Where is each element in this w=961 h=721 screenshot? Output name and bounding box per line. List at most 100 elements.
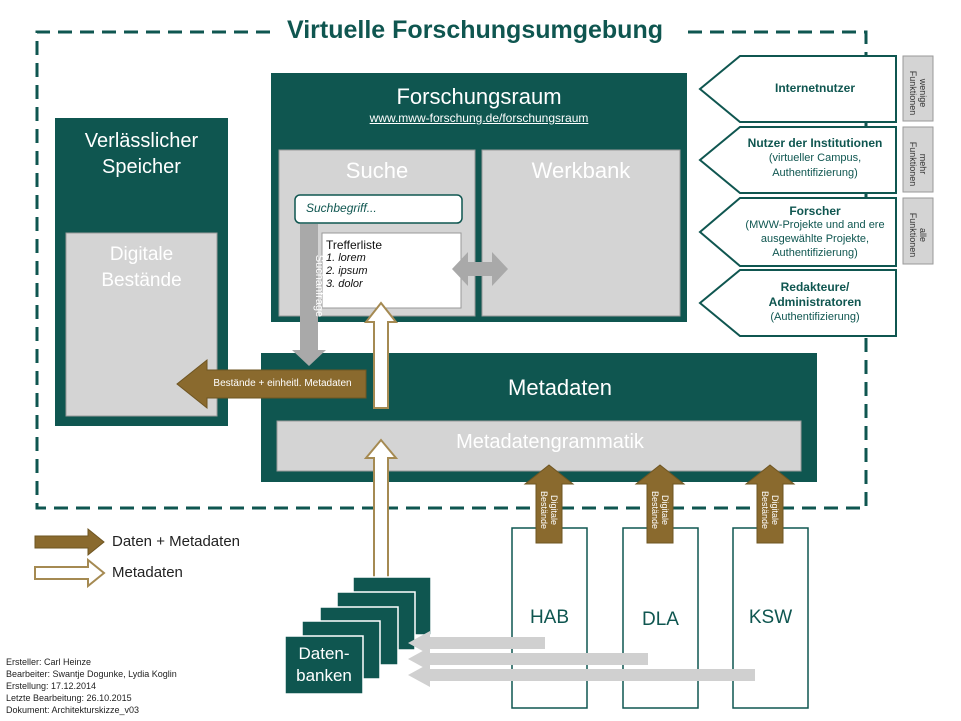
footer-ersteller: Ersteller: Carl Heinze	[6, 657, 92, 667]
functions-box-2	[902, 126, 934, 193]
user-redakteure-name2: Administratoren	[768, 295, 862, 309]
trefferliste-box	[321, 232, 462, 309]
footer-bearbeiter: Bearbeiter: Swantje Dogunke, Lydia Kogli…	[6, 669, 177, 679]
user-arrow-redakteure	[698, 269, 897, 337]
footer-meta: Ersteller: Carl Heinze Bearbeiter: Swant…	[6, 656, 177, 716]
search-input[interactable]: Suchbegriff...	[306, 201, 377, 215]
forschungsraum-title: Forschungsraum	[396, 84, 562, 109]
datenbanken-line1: Daten-	[298, 644, 350, 663]
digitale-bestaende-label: Digitale Bestände	[66, 242, 217, 294]
user-forscher: Forscher (MWW-Projekte und and ere ausge…	[733, 204, 897, 260]
user-forscher-sub2: ausgewählte Projekte,	[760, 233, 870, 245]
user-forscher-sub3: Authentifizierung)	[772, 247, 858, 259]
bestaende-arrow	[176, 358, 367, 410]
user-institutionen-sub1: (virtueller Campus,	[768, 152, 862, 164]
werkbank-box	[481, 149, 681, 317]
user-arrow-internetnutzer	[698, 55, 897, 123]
bestaende-arrow-label: Bestände + einheitl. Metadaten	[213, 378, 352, 389]
bestaende-label-line2: Bestände	[101, 270, 182, 291]
list-item[interactable]: 3. dolor	[326, 278, 363, 290]
user-arrow-institutionen	[698, 126, 897, 194]
speicher-title-line2: Speicher	[102, 156, 181, 178]
ksw-arrow-label-2: Bestände	[760, 490, 770, 530]
functions-box-1	[902, 55, 934, 122]
speicher-title-line1: Verlässlicher	[84, 130, 199, 152]
list-item[interactable]: 2. ipsum	[326, 265, 368, 277]
functions-label-1-a: wenige	[918, 78, 928, 108]
user-internetnutzer: Internetnutzer	[774, 81, 855, 95]
user-institutionen-sub2: Authentifizierung)	[772, 167, 858, 179]
user-redakteure: Redakteure/ Administratoren (Authentifiz…	[735, 280, 895, 325]
functions-label-3-a: alle	[918, 227, 928, 242]
user-forscher-sub1: (MWW-Projekte und and ere	[745, 219, 885, 231]
dla-arrow-label-1: Digitale	[660, 494, 670, 525]
dla-to-db-arrow	[408, 647, 648, 671]
datenbanken-line2: banken	[296, 666, 352, 685]
hab-bestaende-arrow	[523, 464, 575, 544]
user-institutionen: Nutzer der Institutionen (virtueller Cam…	[735, 136, 895, 181]
footer-erstellung: Erstellung: 17.12.2014	[6, 681, 97, 691]
footer-letzte: Letzte Bearbeitung: 26.10.2015	[6, 693, 132, 703]
functions-label-2-b: Funktionen	[908, 141, 918, 187]
user-arrow-forscher	[698, 197, 897, 267]
ksw-label: KSW	[748, 607, 793, 628]
suchanfrage-label: Suchanfrage	[313, 254, 325, 318]
suchanfrage-arrow	[292, 224, 326, 366]
digitale-label-line1: Digitale	[109, 244, 174, 265]
user-redakteure-name: Redakteure/	[780, 280, 850, 294]
legend-metadaten-label: Metadaten	[112, 564, 183, 581]
hab-arrow-label-2: Bestände	[539, 490, 549, 530]
metadatengrammatik-box	[276, 420, 802, 472]
user-forscher-name: Forscher	[789, 204, 841, 218]
legend-daten-arrow	[34, 527, 105, 557]
datenbanken-front	[284, 635, 364, 695]
ksw-bestaende-arrow	[744, 464, 796, 544]
page-title: Virtuelle Forschungsumgebung	[285, 16, 665, 45]
metadaten-title: Metadaten	[508, 375, 612, 400]
user-institutionen-name: Nutzer der Institutionen	[747, 136, 883, 150]
legend-metadaten-arrow	[34, 557, 106, 589]
hab-arrow-label-1: Digitale	[549, 494, 559, 525]
metadata-up-arrow-1	[363, 301, 399, 409]
ksw-to-db-arrow	[408, 663, 755, 687]
ksw-arrow-label-1: Digitale	[770, 494, 780, 525]
speicher-title: Verlässlicher Speicher	[55, 128, 228, 180]
datenbanken-label: Daten- banken	[285, 643, 363, 687]
metadata-up-arrow-2	[363, 438, 399, 599]
dla-arrow-label-2: Bestände	[650, 490, 660, 530]
suche-title: Suche	[345, 158, 409, 183]
legend-daten-label: Daten + Metadaten	[112, 533, 241, 550]
vfu-boundary	[35, 30, 868, 510]
search-field	[294, 194, 463, 224]
dla-bestaende-arrow	[634, 464, 686, 544]
double-arrow-icon	[452, 252, 508, 286]
forschungsraum-link[interactable]: www.mww-forschung.de/forschungsraum	[369, 111, 589, 125]
footer-dokument: Dokument: Architekturskizze_v03	[6, 705, 140, 715]
trefferliste-title: Trefferliste	[326, 238, 383, 252]
functions-label-3-b: Funktionen	[908, 212, 918, 258]
functions-label-1-b: Funktionen	[908, 70, 918, 116]
functions-label-2-a: mehr	[918, 153, 928, 175]
dla-label: DLA	[642, 609, 679, 630]
hab-to-db-arrow	[408, 631, 545, 655]
trefferliste: Trefferliste 1. lorem 2. ipsum 3. dolor	[326, 239, 456, 291]
list-item[interactable]: 1. lorem	[326, 252, 366, 264]
functions-box-3	[902, 197, 934, 265]
werkbank-title: Werkbank	[531, 158, 631, 183]
user-redakteure-sub1: (Authentifizierung)	[770, 311, 860, 323]
metadatengrammatik-title: Metadatengrammatik	[456, 431, 644, 453]
